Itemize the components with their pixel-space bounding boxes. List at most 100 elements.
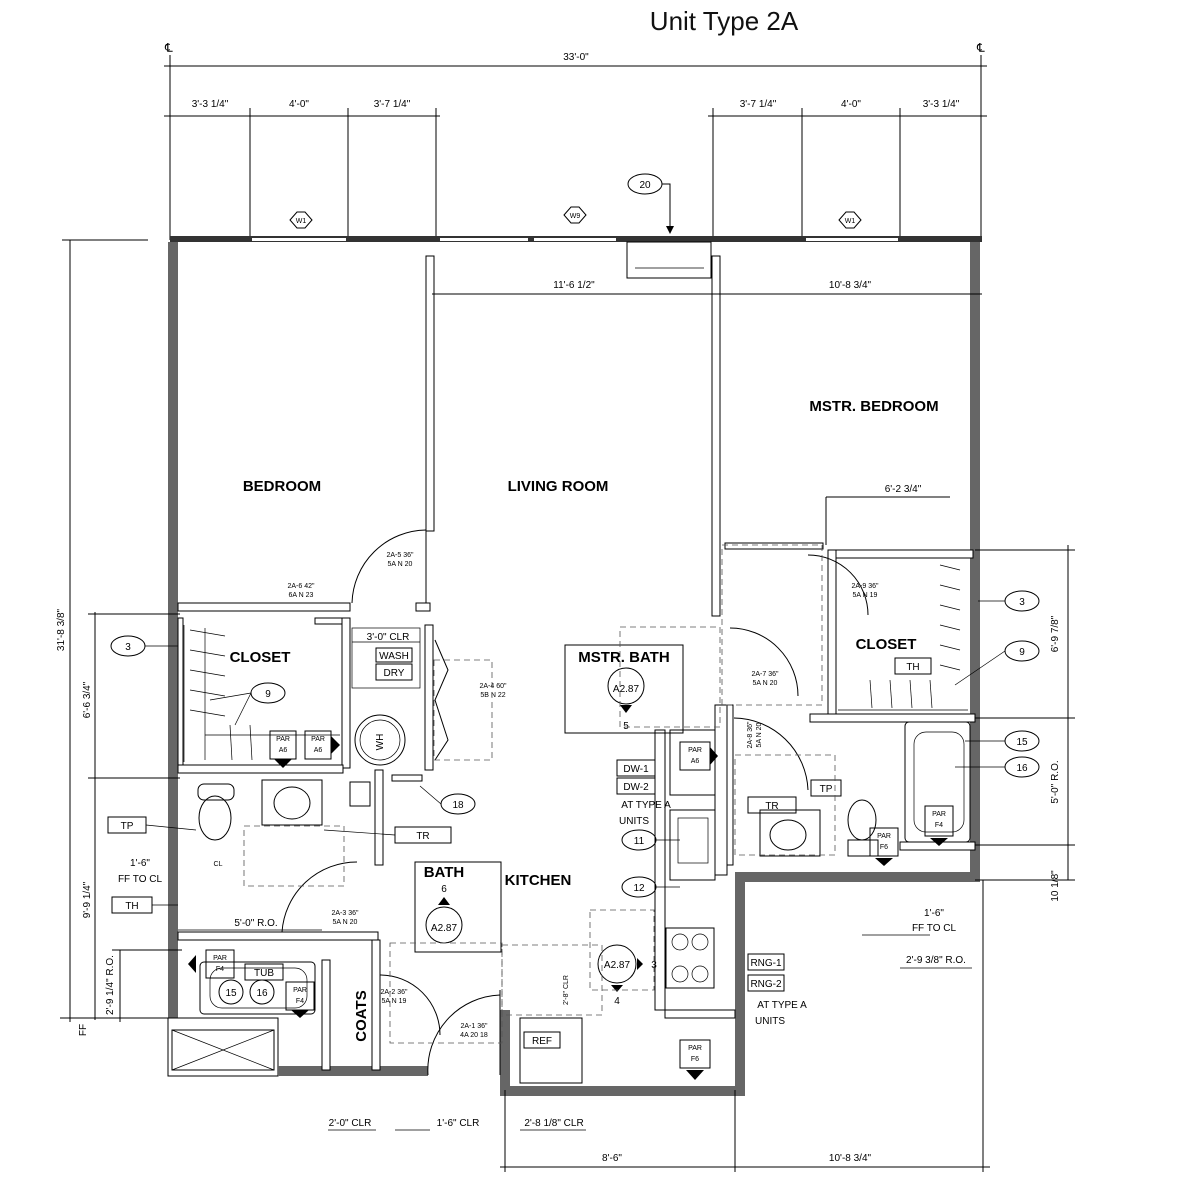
svg-text:CL: CL	[214, 861, 223, 868]
svg-text:W1: W1	[845, 218, 856, 225]
top-dimensions: ℄ ℄ 33'-0" 3'-3 1/4" 4'-0" 3'-7 1/4" 3'-…	[164, 41, 987, 240]
room-master-bath: MSTR. BATH	[578, 649, 669, 666]
svg-text:F6: F6	[880, 844, 888, 851]
svg-text:BATH: BATH	[424, 864, 465, 881]
top-dim-left-1: 3'-3 1/4"	[192, 99, 229, 110]
washer: WASH	[379, 651, 409, 662]
svg-text:2'-8 1/8" CLR: 2'-8 1/8" CLR	[524, 1118, 583, 1129]
dw2-label: DW-2	[623, 782, 649, 793]
living-width-dim: 11'-6 1/2"	[553, 280, 595, 291]
svg-text:W9: W9	[570, 213, 581, 220]
svg-text:UNITS: UNITS	[755, 1016, 785, 1027]
svg-text:2A-7 36": 2A-7 36"	[751, 671, 779, 678]
svg-text:5A N 20: 5A N 20	[756, 722, 763, 747]
top-dim-right-1: 3'-7 1/4"	[740, 99, 777, 110]
svg-text:5: 5	[623, 721, 629, 732]
callout-12: 12	[633, 883, 645, 894]
tp-left: TP	[121, 821, 134, 832]
svg-text:5'-0" R.O.: 5'-0" R.O.	[234, 918, 277, 929]
svg-text:2A-6 42": 2A-6 42"	[287, 583, 315, 590]
right-dim-2: 5'-0" R.O.	[1050, 760, 1061, 803]
svg-text:PAR: PAR	[276, 736, 290, 743]
room-kitchen: KITCHEN	[505, 872, 572, 889]
svg-text:F4: F4	[296, 998, 304, 1005]
right-dimensions: 6'-9 7/8" 5'-0" R.O. 10 1/8"	[975, 545, 1075, 902]
svg-text:5A N 19: 5A N 19	[382, 998, 407, 1005]
svg-text:2'-9 3/8" R.O.: 2'-9 3/8" R.O.	[906, 955, 966, 966]
svg-text:5A N 19: 5A N 19	[853, 592, 878, 599]
svg-text:2A-4 60": 2A-4 60"	[479, 683, 507, 690]
closet-right-shelving	[838, 564, 968, 711]
bottom-right-dim: 10'-8 3/4"	[829, 1153, 872, 1164]
svg-text:F4: F4	[216, 966, 224, 973]
svg-text:1'-6": 1'-6"	[130, 858, 150, 869]
svg-text:A2.87: A2.87	[604, 960, 631, 971]
dw1-label: DW-1	[623, 764, 649, 775]
rng1-label: RNG-1	[750, 958, 782, 969]
svg-text:A2.87: A2.87	[431, 923, 458, 934]
svg-text:15: 15	[225, 988, 237, 999]
top-dim-right-3: 3'-3 1/4"	[923, 99, 960, 110]
room-labels: BEDROOM LIVING ROOM MSTR. BEDROOM CLOSET…	[230, 398, 939, 1042]
svg-text:A6: A6	[314, 747, 323, 754]
exterior-walls	[167, 242, 980, 1096]
svg-text:PAR: PAR	[213, 955, 227, 962]
svg-text:PAR: PAR	[688, 1045, 702, 1052]
top-dim-left-3: 3'-7 1/4"	[374, 99, 411, 110]
svg-text:2A-2 36": 2A-2 36"	[380, 989, 408, 996]
room-coats: COATS	[353, 990, 370, 1041]
svg-text:UNITS: UNITS	[619, 816, 649, 827]
laundry: 3'-0" CLR WASH DRY WH	[351, 627, 423, 782]
bottom-clearances: 2'-0" CLR 1'-6" CLR 2'-8 1/8" CLR	[328, 1118, 586, 1131]
exterior-wall-top	[170, 236, 982, 279]
tp-master: TP	[820, 784, 833, 795]
svg-text:4: 4	[614, 996, 620, 1007]
left-dimensions: 31'-8 3/8" 6'-6 3/4" 9'-9 1/4" 2'-9 1/4"…	[56, 239, 182, 1036]
svg-text:AT TYPE A: AT TYPE A	[757, 1000, 807, 1011]
bottom-left-dim: 8'-6"	[602, 1153, 622, 1164]
callout-9-right: 9	[1019, 647, 1025, 658]
master-bath-fixtures: TP TR TH 1'-6" FF TO CL 2'-9 3/8" R.O.	[747, 657, 972, 969]
rng2-label: RNG-2	[750, 979, 782, 990]
svg-text:1'-6" CLR: 1'-6" CLR	[437, 1118, 480, 1129]
unit-title: Unit Type 2A	[649, 6, 799, 36]
left-dim-2: 9'-9 1/4"	[82, 881, 93, 918]
svg-text:3: 3	[651, 960, 657, 971]
svg-text:2A-9 36": 2A-9 36"	[851, 583, 879, 590]
par-tags: PAR A6 PAR A6 PAR A6 PAR F4 PAR F4 PAR F…	[188, 730, 954, 1080]
clearance-zones	[243, 544, 836, 1044]
overall-width-dim: 33'-0"	[563, 52, 589, 63]
svg-text:16: 16	[256, 988, 268, 999]
interior-walls	[177, 255, 976, 1071]
water-heater: WH	[375, 734, 386, 751]
callout-bubbles: 3 9 18 11 12 3 9 15 16	[110, 590, 1040, 898]
room-bedroom: BEDROOM	[243, 478, 321, 495]
door-tags: 2A-5 36" 5A N 20 2A-6 42" 6A N 23 2A-4 6…	[287, 552, 879, 1039]
svg-text:2'-0" CLR: 2'-0" CLR	[329, 1118, 372, 1129]
callout-11: 11	[634, 836, 645, 847]
callout-16: 16	[1016, 763, 1028, 774]
svg-text:6: 6	[441, 884, 447, 895]
svg-text:PAR: PAR	[932, 811, 946, 818]
room-master-bedroom: MSTR. BEDROOM	[809, 398, 938, 415]
room-closet-right: CLOSET	[856, 636, 917, 653]
svg-text:A6: A6	[691, 758, 700, 765]
svg-text:℄: ℄	[164, 41, 173, 55]
svg-text:1'-6": 1'-6"	[924, 908, 944, 919]
svg-text:F6: F6	[691, 1056, 699, 1063]
svg-text:℄: ℄	[976, 41, 985, 55]
svg-text:2A-1 36": 2A-1 36"	[460, 1023, 488, 1030]
svg-text:A2.87: A2.87	[613, 684, 640, 695]
right-dim-1: 6'-9 7/8"	[1050, 615, 1061, 652]
tr-left: TR	[416, 831, 429, 842]
th-master: TH	[906, 662, 919, 673]
closet-width-dim: 6'-2 3/4"	[885, 484, 922, 495]
room-closet-left: CLOSET	[230, 649, 291, 666]
callout-3-left: 3	[125, 642, 131, 653]
svg-text:PAR: PAR	[293, 987, 307, 994]
svg-text:F4: F4	[935, 822, 943, 829]
svg-text:W1: W1	[296, 218, 307, 225]
callout-9-left: 9	[265, 689, 271, 700]
room-living: LIVING ROOM	[508, 478, 609, 495]
master-bath-section: A2.87 5	[564, 644, 684, 734]
